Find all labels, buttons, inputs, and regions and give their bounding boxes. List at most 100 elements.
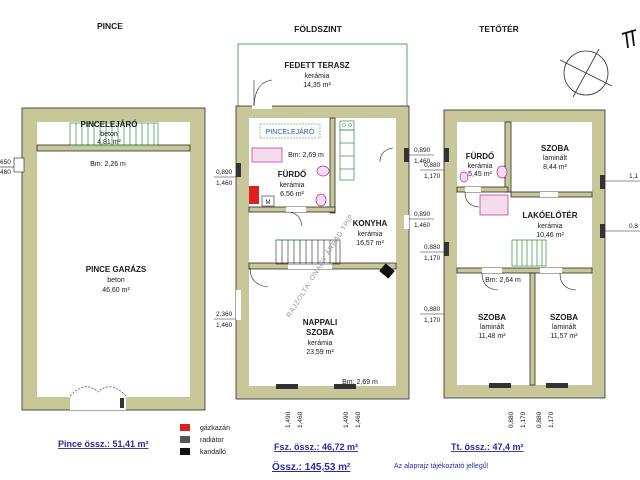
dim-up-bottom-1: 0,880	[508, 411, 515, 428]
dim-up-bottom-4: 1,170	[548, 411, 555, 428]
dim-pince-left-bottom: 480	[0, 169, 11, 176]
radiator-up-1	[489, 383, 511, 388]
legend-swatch-gazkazan	[180, 424, 190, 431]
dim-up-left2-bottom: 1,170	[424, 255, 441, 262]
ground-floor-plan: M FEDETT TERASZ kerámia 14,35 m² PINCELE…	[214, 43, 434, 428]
radiator-gf-1	[276, 384, 298, 389]
radiator-gf-2	[334, 384, 356, 389]
dim-gf-right1-bottom: 1,460	[414, 158, 431, 165]
room-area-szoba-tr: 8,44 m²	[543, 164, 567, 171]
dim-up-left1-top: 0,880	[424, 162, 441, 169]
room-name-nappali: NAPPALI	[303, 318, 338, 327]
dim-gf-left1-top: 0,890	[216, 169, 233, 176]
gas-boiler	[249, 186, 259, 204]
boiler-mark: M	[266, 200, 271, 206]
legend-label-radiator: radiátor	[200, 437, 224, 444]
dim-up-left3-bottom: 1,170	[424, 317, 441, 324]
room-material-szoba-tr: laminált	[543, 155, 567, 162]
room-area-konyha: 16,57 m²	[356, 240, 384, 247]
total-fsz: Fsz. össz.: 46,72 m²	[274, 442, 358, 452]
attic-plan: FÜRDŐ kerámia 5,45 m² SZOBA laminált 8,4…	[420, 109, 640, 428]
dim-up-right2: 0,8	[629, 223, 638, 230]
dim-up-left3-top: 0,880	[424, 306, 441, 313]
room-name-fedett-terasz: FEDETT TERASZ	[284, 61, 349, 70]
room-area-pincelejaro: 4,81 m²	[97, 139, 121, 146]
dim-gf-right2-top: 0,890	[414, 211, 431, 218]
bathtub-attic	[479, 194, 509, 216]
room-material-szoba-bl: laminált	[480, 324, 504, 331]
room-name-pincelejaro-gf: PINCELEJÁRÓ	[266, 127, 315, 136]
room-name-lakoelter: LAKÓELŐTÉR	[522, 211, 577, 220]
dim-pince-left-top: 650	[0, 159, 11, 166]
room-name-szoba-br: SZOBA	[550, 313, 578, 322]
height-gf-top: Bm: 2,69 m	[288, 152, 324, 159]
room-material-pince-garazs: beton	[107, 277, 125, 284]
legend-swatch-kandallo	[180, 448, 190, 455]
total-pince: Pince össz.: 51,41 m²	[58, 439, 149, 449]
bathtub	[251, 147, 283, 163]
room-material-konyha: kerámia	[358, 231, 383, 238]
room-area-lakoelter: 10,46 m²	[536, 232, 564, 239]
radiator-up-2	[546, 383, 568, 388]
room-name-konyha: KONYHA	[353, 219, 388, 228]
dim-gf-right1-top: 0,890	[414, 147, 431, 154]
dim-gf-bottom-3: 1,490	[343, 411, 350, 428]
legend-label-gazkazan: gázkazán	[200, 425, 230, 432]
room-material-szoba-br: laminált	[552, 324, 576, 331]
room-name-pince-garazs: PINCE GARÁZS	[86, 265, 147, 274]
room-material-nappali: kerámia	[308, 340, 333, 347]
legend-swatch-radiator	[180, 436, 190, 443]
room-area-furdo-gf: 6,56 m²	[280, 191, 304, 198]
header-pince: PINCE	[97, 21, 123, 31]
disclaimer-note: Az alaprajz tájékoztató jellegű!	[394, 463, 489, 470]
basement-plan: PINCELEJÁRÓ beton 4,81 m² Bm: 2,26 m PIN…	[0, 107, 206, 411]
room-material-furdo-gf: kerámia	[280, 182, 305, 189]
room-material-furdo-up: kerámia	[468, 163, 493, 170]
room-material-pincelejaro: beton	[100, 131, 118, 138]
legend: gázkazán radiátor kandalló	[180, 424, 230, 456]
room-name-szoba-bl: SZOBA	[478, 313, 506, 322]
room-name-szoba-tr: SZOBA	[541, 144, 569, 153]
ground-stairs	[275, 239, 341, 265]
dim-gf-bottom-2: 1,460	[297, 411, 304, 428]
room-name2-nappali: SZOBA	[306, 328, 334, 337]
dim-up-bottom-2: 1,170	[520, 411, 527, 428]
height-up: Bm: 2,64 m	[485, 277, 521, 284]
legend-label-kandallo: kandalló	[200, 449, 226, 456]
room-name-furdo-up: FÜRDŐ	[466, 152, 494, 161]
room-area-fedett-terasz: 14,35 m²	[303, 82, 331, 89]
room-material-fedett-terasz: kerámia	[305, 73, 330, 80]
header-teteter: TETŐTÉR	[479, 23, 519, 34]
dim-up-bottom-3: 0,880	[536, 411, 543, 428]
dim-gf-bottom-4: 1,460	[355, 411, 362, 428]
fireplace	[379, 263, 395, 279]
attic-stairs	[511, 239, 547, 267]
dim-gf-left2-bottom: 1,460	[216, 322, 233, 329]
toilet	[315, 193, 327, 207]
total-ossz: Össz.: 145,53 m²	[272, 460, 351, 473]
room-material-lakoelter: kerámia	[538, 223, 563, 230]
room-area-nappali: 23,59 m²	[306, 349, 334, 356]
dim-gf-bottom-1: 1,490	[285, 411, 292, 428]
room-name-pincelejaro: PINCELEJÁRÓ	[81, 120, 138, 129]
room-area-furdo-up: 5,45 m²	[468, 171, 492, 178]
room-area-szoba-br: 11,57 m²	[550, 333, 578, 340]
dim-up-left1-bottom: 1,170	[424, 173, 441, 180]
sink-attic	[459, 171, 469, 183]
toilet-attic	[496, 165, 508, 179]
height-pince: Bm: 2,26 m	[90, 161, 126, 168]
header-foldszint: FÖLDSZINT	[294, 24, 342, 34]
dim-up-left2-top: 0,880	[424, 244, 441, 251]
dim-gf-left1-bottom: 1,460	[216, 180, 233, 187]
basement-stairs	[69, 122, 159, 146]
room-area-szoba-bl: 11,48 m²	[478, 333, 506, 340]
height-gf-bottom: Bm: 2,69 m	[342, 379, 378, 386]
garage-door	[69, 386, 127, 410]
room-name-furdo-gf: FÜRDŐ	[278, 170, 306, 179]
sink	[316, 165, 330, 177]
compass-icon	[559, 29, 637, 98]
room-area-pince-garazs: 46,60 m²	[102, 287, 130, 294]
total-tt: Tt. össz.: 47,4 m²	[451, 442, 524, 452]
dim-gf-right2-bottom: 1,460	[414, 222, 431, 229]
